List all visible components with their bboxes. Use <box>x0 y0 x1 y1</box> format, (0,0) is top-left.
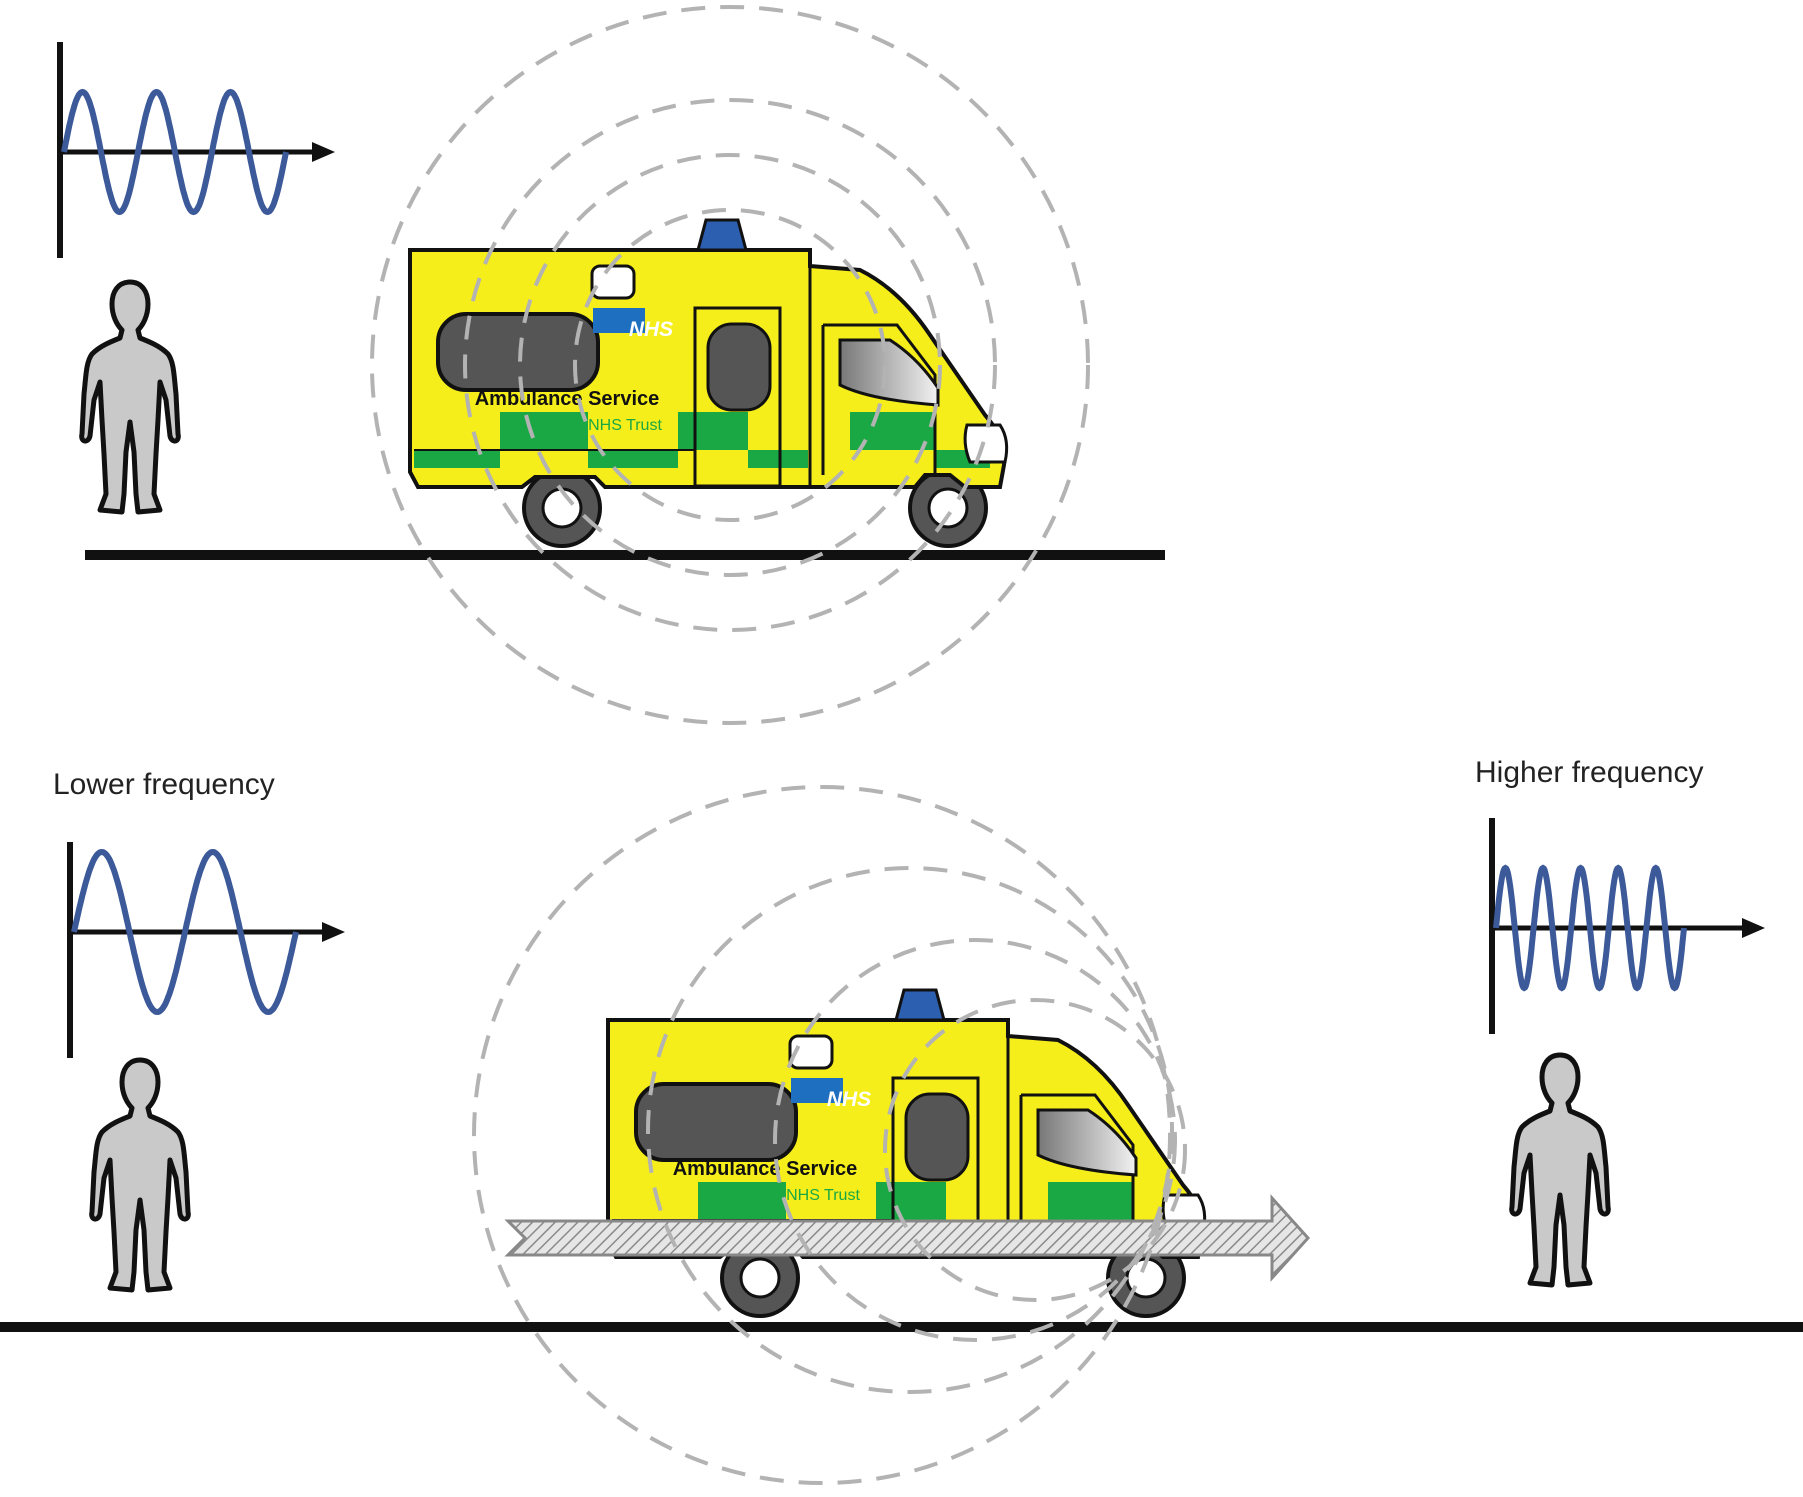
higher-frequency-wave-graph <box>1489 818 1765 1034</box>
nhs-trust-text-bottom: NHS Trust <box>786 1187 860 1204</box>
nhs-badge-text-top: NHS <box>629 318 673 341</box>
shifted-ring-1 <box>883 998 1187 1302</box>
observer-person-top <box>82 282 179 512</box>
sound-ring-3 <box>463 98 997 632</box>
sound-ring-2 <box>518 153 942 577</box>
sound-ring-1 <box>573 208 887 522</box>
higher-frequency-wave <box>1493 864 1687 992</box>
top-scene: NHS Ambulance Service NHS Trust <box>57 5 1165 725</box>
top-sine-wave <box>61 88 289 216</box>
top-sound-rings <box>370 5 1090 725</box>
nhs-trust-text-top: NHS Trust <box>588 417 662 434</box>
shifted-ring-4 <box>472 785 1172 1485</box>
sound-ring-4 <box>370 5 1090 725</box>
observer-person-right <box>1512 1055 1609 1285</box>
shifted-ring-2 <box>773 938 1177 1342</box>
direction-arrow <box>504 1194 1311 1282</box>
shifted-ring-3 <box>646 866 1174 1394</box>
nhs-badge-text-bottom: NHS <box>827 1088 871 1111</box>
lower-frequency-label: Lower frequency <box>53 768 275 801</box>
top-wave-graph <box>57 42 335 258</box>
bottom-scene: NHS Ambulance Service NHS Trust <box>0 785 1803 1485</box>
higher-frequency-label: Higher frequency <box>1475 756 1704 789</box>
ambulance-service-text-top: Ambulance Service <box>475 388 660 410</box>
bottom-sound-rings <box>472 785 1187 1485</box>
lower-frequency-wave-graph <box>67 842 345 1058</box>
ambulance-moving <box>606 988 1207 1318</box>
bottom-ground-line <box>0 1322 1803 1332</box>
observer-person-left <box>92 1060 189 1290</box>
top-ground-line <box>85 550 1165 560</box>
lower-frequency-wave <box>71 848 299 1016</box>
ambulance-service-text-bottom: Ambulance Service <box>673 1158 858 1180</box>
